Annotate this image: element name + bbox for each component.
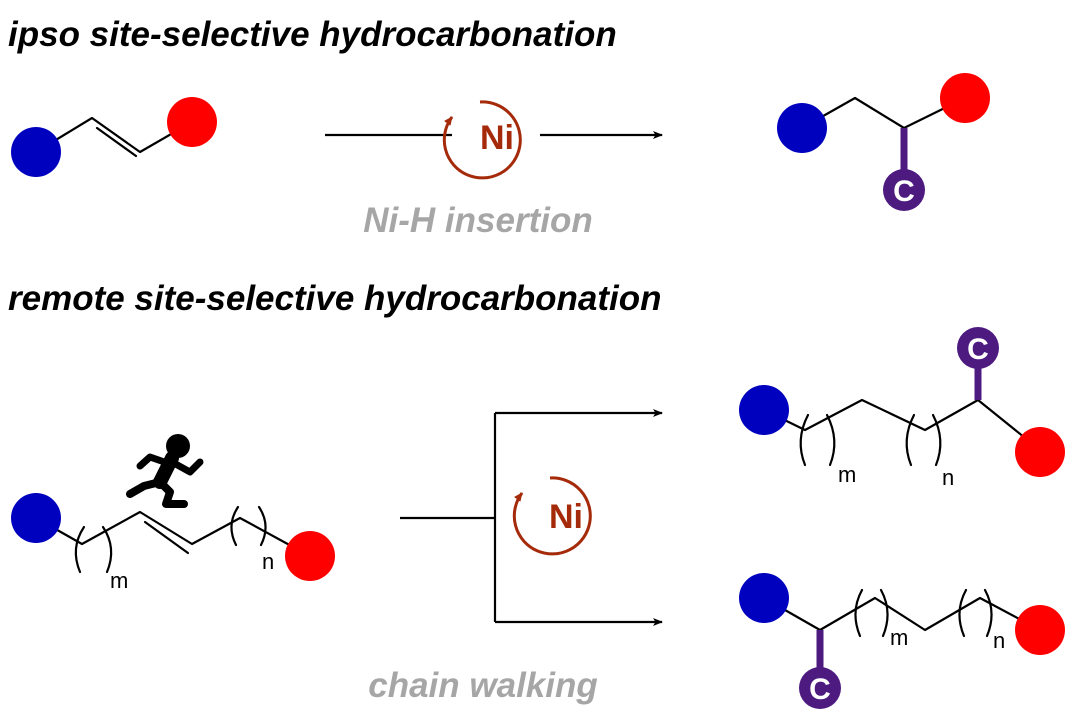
blue-substituent	[739, 573, 789, 623]
red-substituent	[940, 73, 990, 123]
subscript-n: n	[942, 465, 954, 490]
blue-substituent	[777, 103, 827, 153]
chain-walking-label: chain walking	[368, 666, 598, 705]
subscript-m: m	[890, 625, 908, 650]
remote-product-top: m n C	[739, 327, 1065, 490]
subscript-n: n	[262, 549, 274, 574]
nickel-label: Ni	[549, 498, 583, 536]
blue-substituent	[739, 385, 789, 435]
title-remote: remote site-selective hydrocarbonation	[8, 279, 662, 318]
remote-substrate: m n	[11, 493, 335, 593]
blue-substituent	[11, 493, 61, 543]
ni-h-insertion-label: Ni-H insertion	[363, 201, 592, 240]
title-ipso: ipso site-selective hydrocarbonation	[8, 15, 617, 54]
ipso-substrate	[11, 97, 217, 177]
nickel-catalyst: Ni	[512, 476, 592, 556]
subscript-n: n	[993, 628, 1005, 653]
circular-arrow-icon	[512, 476, 592, 556]
branching-arrow: Ni chain walking	[368, 409, 663, 705]
red-substituent	[1015, 427, 1065, 477]
carbon-group	[799, 667, 841, 709]
ipso-product: C	[777, 73, 990, 211]
running-person-icon	[126, 434, 204, 508]
carbon-group	[957, 327, 999, 369]
ipso-reaction-arrow: Ni Ni-H insertion	[325, 100, 663, 240]
red-substituent	[285, 531, 335, 581]
nickel-catalyst: Ni	[442, 100, 522, 180]
carbon-group	[883, 169, 925, 211]
circular-arrow-icon	[442, 100, 522, 180]
nickel-label: Ni	[480, 119, 514, 157]
subscript-m: m	[110, 568, 128, 593]
red-substituent	[1015, 605, 1065, 655]
blue-substituent	[11, 127, 61, 177]
red-substituent	[167, 97, 217, 147]
subscript-m: m	[838, 462, 856, 487]
carbon-label: C	[893, 175, 915, 208]
remote-product-bottom: m n C	[739, 573, 1065, 709]
carbon-label: C	[967, 333, 989, 366]
carbon-label: C	[809, 673, 831, 706]
